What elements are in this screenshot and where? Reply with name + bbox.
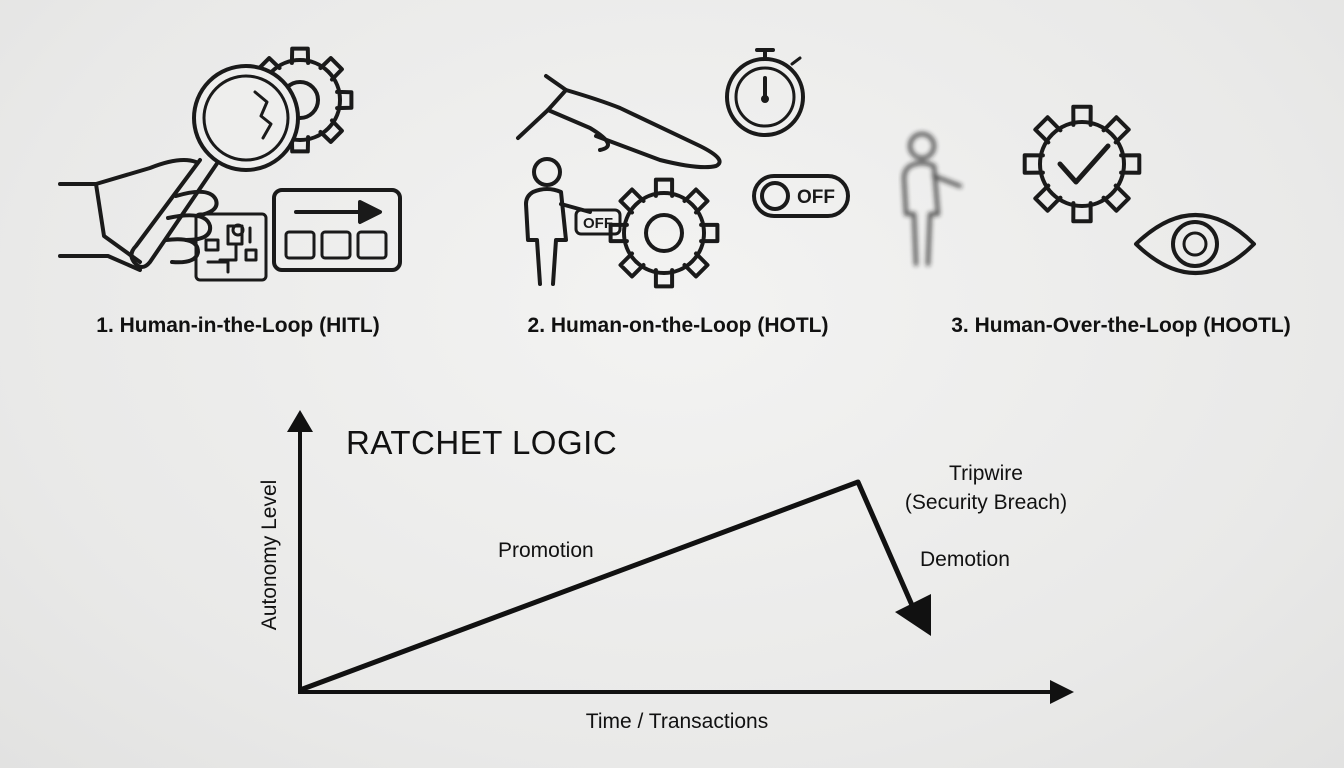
toggle-label: OFF — [797, 187, 835, 208]
gear-teeth — [608, 177, 720, 289]
switch-label: OFF — [583, 215, 613, 232]
hand-icon — [58, 158, 219, 272]
toggle-icon: OFF — [752, 174, 850, 218]
eye-icon — [1134, 213, 1256, 275]
ratchet-title: RATCHET LOGIC — [346, 424, 618, 461]
hitl-caption: 1. Human-in-the-Loop (HITL) — [96, 314, 380, 337]
x-axis-label: Time / Transactions — [585, 710, 769, 733]
off-switch-icon: OFF — [574, 208, 622, 236]
x-axis — [298, 680, 1074, 704]
check-gear-icon — [1022, 104, 1142, 224]
tripwire-title: Tripwire — [949, 462, 1023, 485]
blurred-person-icon — [902, 132, 962, 266]
reaching-hand-icon — [516, 74, 722, 170]
circuit-board-icon — [194, 212, 268, 282]
tripwire-subtitle: (Security Breach) — [904, 491, 1068, 514]
hotl-caption: 2. Human-on-the-Loop (HOTL) — [527, 314, 829, 337]
gear-teeth — [246, 46, 354, 154]
gear-teeth — [1022, 104, 1142, 224]
stopwatch-icon — [725, 48, 805, 137]
promotion-line — [299, 479, 859, 693]
demotion-arrowhead — [895, 594, 931, 636]
y-axis — [287, 410, 313, 692]
gear-icon — [246, 46, 354, 154]
person-icon — [524, 157, 592, 286]
progress-panel-icon — [272, 188, 402, 272]
hootl-caption: 3. Human-Over-the-Loop (HOOTL) — [951, 314, 1291, 337]
magnifier-icon — [129, 64, 300, 269]
gear-icon — [608, 177, 720, 289]
y-axis-label: Autonomy Level — [258, 479, 281, 631]
demotion-label: Demotion — [920, 548, 1010, 571]
promotion-label: Promotion — [498, 539, 594, 562]
tripwire-label: Tripwire (Security Breach) — [905, 459, 1067, 517]
